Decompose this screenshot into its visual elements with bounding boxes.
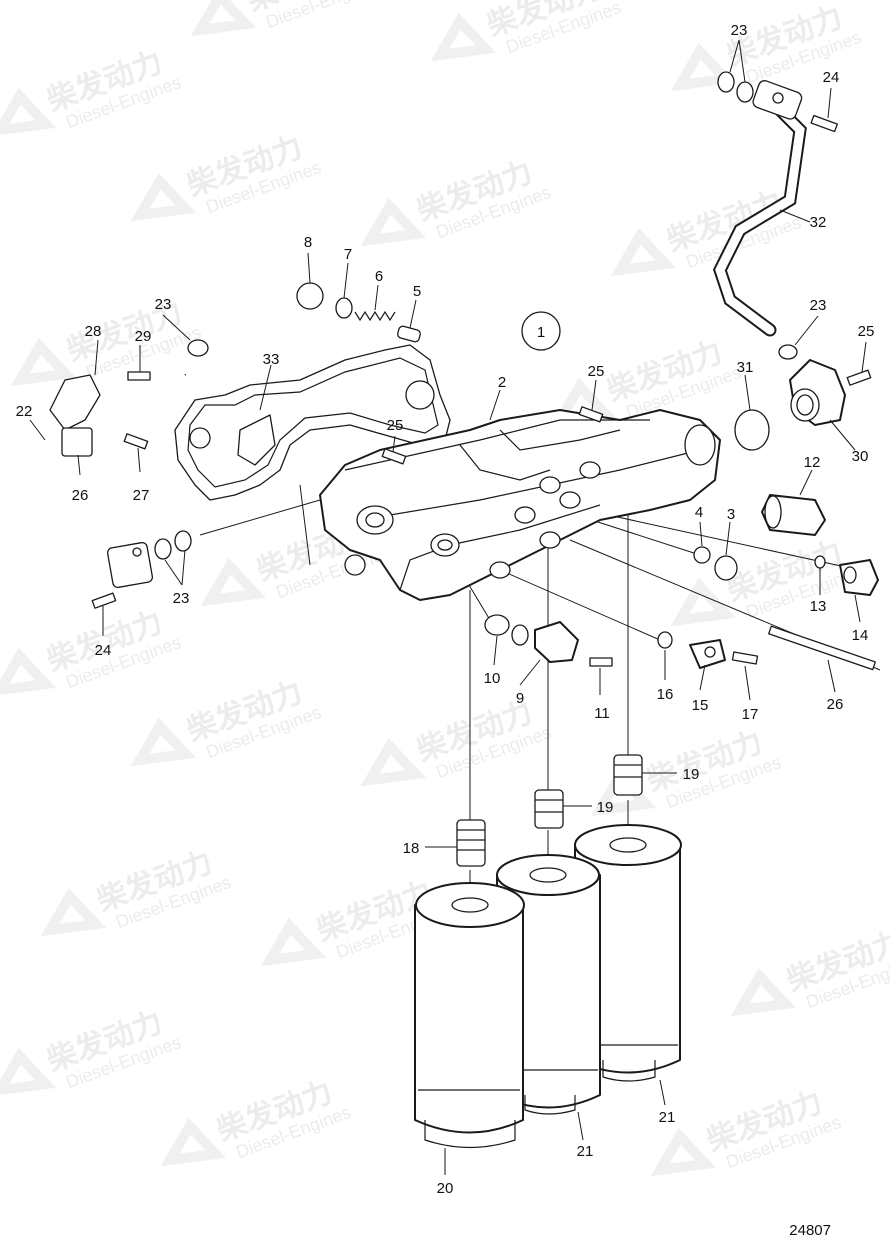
label-24: 24 xyxy=(95,642,112,659)
label-16: 16 xyxy=(657,686,674,703)
label-26: 26 xyxy=(72,487,89,504)
label-6: 6 xyxy=(375,268,383,285)
label-28: 28 xyxy=(85,323,102,340)
label-25: 25 xyxy=(588,363,605,380)
label-leaders xyxy=(29,39,867,1175)
label-25: 25 xyxy=(858,323,875,340)
assembly-lines xyxy=(199,484,881,905)
label-4: 4 xyxy=(695,504,703,521)
group-callout: 1 xyxy=(521,311,561,351)
label-12: 12 xyxy=(804,454,821,471)
label-13: 13 xyxy=(810,598,827,615)
part-labels: 23 24 32 8 7 6 5 23 23 25 28 29 33 31 25… xyxy=(16,22,875,1197)
svg-text:1: 1 xyxy=(537,324,545,341)
label-30: 30 xyxy=(852,448,869,465)
label-9: 9 xyxy=(516,690,524,707)
label-33: 33 xyxy=(263,351,280,368)
label-14: 14 xyxy=(852,627,869,644)
label-23: 23 xyxy=(173,590,190,607)
watermark: 柴发动力 Diesel-Engines xyxy=(650,1085,844,1177)
label-18: 18 xyxy=(403,840,420,857)
label-8: 8 xyxy=(304,234,312,251)
sensor-part-14 xyxy=(839,559,879,596)
sensor-part-12 xyxy=(761,494,826,536)
pipe-part-32 xyxy=(712,80,807,337)
label-26: 26 xyxy=(827,696,844,713)
label-17: 17 xyxy=(742,706,759,723)
drawing-number: 24807 xyxy=(789,1222,831,1239)
watermark: 柴发动力 Diesel-Engines xyxy=(190,0,384,37)
valve-part-9 xyxy=(511,621,579,663)
watermark: 柴发动力 Diesel-Engines xyxy=(360,695,554,787)
watermark: 柴发动力 Diesel-Engines xyxy=(40,845,234,937)
label-2: 2 xyxy=(498,374,506,391)
small-parts xyxy=(91,71,876,671)
label-31: 31 xyxy=(737,359,754,376)
watermark: 柴发动力 Diesel-Engines xyxy=(610,185,804,277)
pipe-part-22 xyxy=(5,371,189,589)
watermark: 柴发动力 Diesel-Engines xyxy=(0,45,184,137)
watermark: 柴发动力 Diesel-Engines xyxy=(360,155,554,247)
nipple-parts xyxy=(456,754,643,867)
label-5: 5 xyxy=(413,283,421,300)
label-23: 23 xyxy=(155,296,172,313)
bracket-part-15 xyxy=(689,639,726,669)
filter-housing-part-2 xyxy=(319,409,721,601)
label-11: 11 xyxy=(594,705,610,722)
label-24: 24 xyxy=(823,69,840,86)
elbow-part-30 xyxy=(789,359,846,426)
watermark: 柴发动力 Diesel-Engines xyxy=(0,605,184,697)
label-10: 10 xyxy=(484,670,501,687)
filter-part-21-back xyxy=(574,824,682,1082)
gasket-part-33 xyxy=(174,344,451,501)
watermark: 柴发动力 Diesel-Engines xyxy=(130,675,324,767)
label-27: 27 xyxy=(133,487,150,504)
label-22: 22 xyxy=(16,403,33,420)
label-19: 19 xyxy=(597,799,614,816)
label-7: 7 xyxy=(344,246,352,263)
label-3: 3 xyxy=(727,506,735,523)
label-19: 19 xyxy=(683,766,700,783)
watermark: 柴发动力 Diesel-Engines xyxy=(160,1075,354,1167)
label-21: 21 xyxy=(659,1109,676,1126)
label-20: 20 xyxy=(437,1180,454,1197)
label-15: 15 xyxy=(692,697,709,714)
label-23: 23 xyxy=(810,297,827,314)
label-23: 23 xyxy=(731,22,748,39)
filter-part-20-front xyxy=(414,882,525,1149)
label-29: 29 xyxy=(135,328,152,345)
watermark: 柴发动力 Diesel-Engines xyxy=(730,925,890,1017)
watermark: 柴发动力 Diesel-Engines xyxy=(0,1005,184,1097)
watermark: 柴发动力 Diesel-Engines xyxy=(430,0,624,62)
watermark: 柴发动力 Diesel-Engines xyxy=(130,130,324,222)
label-21: 21 xyxy=(577,1143,594,1160)
label-32: 32 xyxy=(810,214,827,231)
label-25: 25 xyxy=(387,417,404,434)
